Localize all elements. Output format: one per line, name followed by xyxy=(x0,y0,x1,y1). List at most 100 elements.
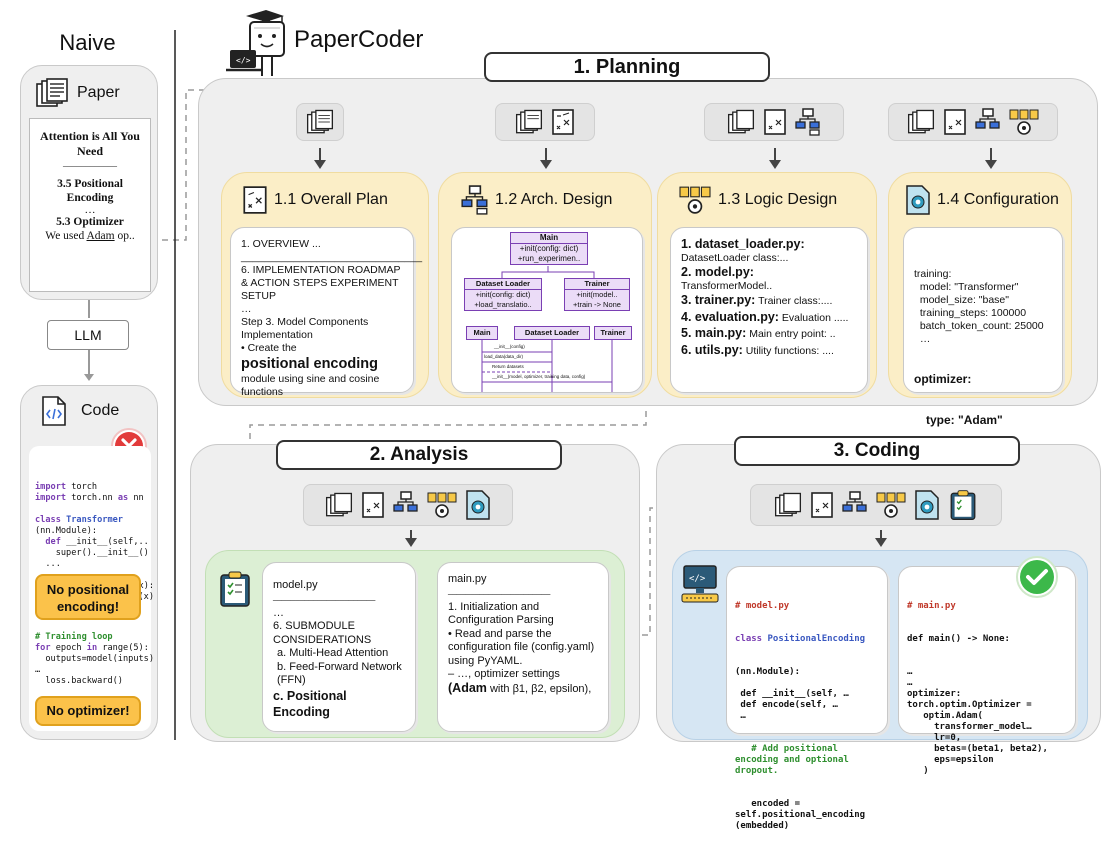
code-model-comment-2: # Add positional encoding and optional d… xyxy=(735,744,855,776)
config-optimizer-key: optimizer: xyxy=(914,372,972,386)
warning-no-optimizer: No optimizer! xyxy=(35,696,141,726)
uml-main-class: Main +init(config: dict) +run_experimen.… xyxy=(510,232,588,265)
overall-plan-line-2: 6. IMPLEMENTATION ROADMAP & ACTION STEPS… xyxy=(241,264,401,302)
config-line-1: model: "Transformer" xyxy=(914,281,1019,293)
analysis-model-doc: model.py _______________________ …6. SUB… xyxy=(262,562,416,732)
logic-item-4: 5. main.py: Main entry point: .. xyxy=(681,326,836,340)
configuration-doc: training: model: "Transformer" model_siz… xyxy=(903,227,1063,466)
code-model-tail-line-1: self.positional_encoding xyxy=(735,810,866,820)
analysis-model-item-1: b. Feed-Forward Network (FFN) xyxy=(277,660,402,687)
overall-plan-line-4: Step 3. Model Components Implementation xyxy=(241,316,369,341)
paper-stack-icon xyxy=(306,109,334,134)
plan-doc-icon xyxy=(243,186,267,214)
papercoder-mascot: </> xyxy=(226,8,292,78)
coding-input-tile xyxy=(750,484,1002,526)
code-model-line-3: def encode(self, … xyxy=(735,700,838,710)
paper-ellipsis: … xyxy=(84,204,96,216)
naive-code-line-3: class Transformer xyxy=(35,515,123,525)
configuration-card: 1.4 Configuration training: model: "Tran… xyxy=(888,172,1072,466)
naive-code-line-1: import torch.nn as nn xyxy=(35,493,144,503)
code-model-comment: # model.py xyxy=(735,601,790,611)
code-main-comment: # main.py xyxy=(907,601,956,611)
naive-code-line-b-3: … xyxy=(35,665,41,675)
code-main-line-5: transformer_model… xyxy=(907,722,1032,732)
naive-code-line-b-1: for epoch in range(5): xyxy=(35,643,149,653)
config-file-icon xyxy=(466,490,490,520)
logic-gear-icon xyxy=(1009,109,1039,135)
overall-plan-bold: positional encoding xyxy=(241,356,378,372)
naive-code-line-2 xyxy=(35,504,145,515)
analysis-main-title: main.py xyxy=(448,573,487,585)
mascot-icon: </> xyxy=(226,10,285,76)
arch-diagram-icon xyxy=(461,185,488,215)
code-file-icon xyxy=(42,396,66,426)
analysis-arrow-head xyxy=(405,538,417,547)
analysis-model-bold: c. Positional Encoding xyxy=(273,688,347,719)
logic-design-header: 1.3 Logic Design xyxy=(678,185,837,215)
code-header: Code xyxy=(41,396,119,426)
analysis-main-line-1: • Read and parse the configuration file … xyxy=(448,627,595,667)
overall-plan-lines: 1. OVERVIEW ..._________________________… xyxy=(241,238,422,355)
paper-header: Paper xyxy=(35,78,145,108)
uml-trainer-method-2: +train -> None xyxy=(573,300,621,309)
arch-diagram-icon xyxy=(795,108,820,136)
clipboard-check-icon xyxy=(950,490,976,520)
seq-msg-3: Return datasets xyxy=(492,364,524,369)
plan4-arrow-head xyxy=(985,160,997,169)
svg-text:</>: </> xyxy=(689,574,706,584)
paper-stack-icon xyxy=(36,78,68,107)
code-model-line-1 xyxy=(735,678,879,689)
green-check-icon xyxy=(1020,560,1054,594)
seq-trainer: Trainer xyxy=(594,326,632,340)
paper-stack-icon xyxy=(515,109,543,134)
coding-arrow-stem xyxy=(880,530,882,540)
paper-page: Attention is All You Need ____________ 3… xyxy=(29,118,151,292)
configuration-title: 1.4 Configuration xyxy=(937,191,1059,208)
plan4-input-tile xyxy=(888,103,1058,141)
code-main-lines: ……optimizer:torch.optim.Optimizer = opti… xyxy=(907,667,1067,777)
paper-title: Attention is All You Need xyxy=(40,129,140,158)
uml-dl-name: Dataset Loader xyxy=(465,279,541,290)
code-model-lines: (nn.Module): def __init__(self, … def en… xyxy=(735,667,879,722)
seq-msg-2: load_data(data_dir) xyxy=(484,354,524,359)
seq-dataset-loader: Dataset Loader xyxy=(514,326,590,340)
uml-dl-method-2: +load_translatio.. xyxy=(474,300,532,309)
plan3-arrow-stem xyxy=(774,148,776,162)
analysis-main-line-0: 1. Initialization and Configuration Pars… xyxy=(448,600,554,627)
plan-doc-icon xyxy=(944,109,966,135)
code-main-line-8: eps=epsilon xyxy=(907,755,994,765)
paper-label: Paper xyxy=(77,84,120,101)
analysis-model-title: model.py xyxy=(273,579,318,591)
plan2-input-tile xyxy=(495,103,595,141)
plan1-input-tile xyxy=(296,103,344,141)
code-label: Code xyxy=(81,402,120,419)
config-file-icon xyxy=(906,185,930,215)
code-model-tail: encoded =self.positional_encoding(embedd… xyxy=(735,799,879,832)
logic-item-1: 2. model.py:TransformerModel.. xyxy=(681,265,773,292)
analysis-model-line-0: … xyxy=(273,606,284,619)
uml-main-method-1: +init(config: dict) xyxy=(519,244,579,253)
arch-design-header: 1.2 Arch. Design xyxy=(461,185,612,215)
arch-design-title: 1.2 Arch. Design xyxy=(495,191,613,208)
code-main-def: def main() -> None: xyxy=(907,634,1010,644)
plan4-arrow-stem xyxy=(990,148,992,162)
seq-main: Main xyxy=(466,326,498,340)
analysis-model-item-0: a. Multi-Head Attention xyxy=(277,647,389,659)
config-line-4: batch_token_count: 25000 xyxy=(914,320,1044,332)
analysis-arrow-stem xyxy=(410,530,412,540)
naive-code-line-5: def __init__(self,.. xyxy=(45,537,149,547)
planning-stage-label: 1. Planning xyxy=(484,52,770,82)
paper-optimizer-text: We used Adam op.. xyxy=(45,230,135,242)
analysis-model-line-1: 6. SUBMODULE CONSIDERATIONS xyxy=(273,620,372,646)
arch-design-card: 1.2 Arch. Design Main +init(config: dict… xyxy=(438,172,652,398)
code-main-line-7: betas=(beta1, beta2), xyxy=(907,744,1048,754)
config-line-0: training: xyxy=(914,268,952,280)
code-main-line-0: … xyxy=(907,667,913,677)
paper-section-positional: 3.5 Positional Encoding xyxy=(57,178,123,204)
config-lines: training: model: "Transformer" model_siz… xyxy=(914,268,1052,346)
overall-plan-line-3: … xyxy=(241,303,252,315)
coding-model-file: # model.py class PositionalEncoding (nn.… xyxy=(726,566,888,831)
naive-code-line-b-2: outputs=model(inputs) xyxy=(45,654,155,664)
